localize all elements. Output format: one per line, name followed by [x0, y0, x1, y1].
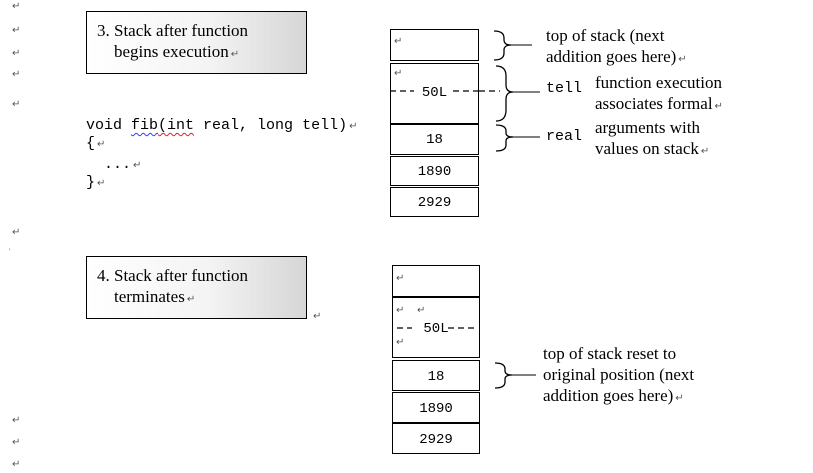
- paragraph-mark: ↵: [12, 69, 21, 80]
- stack3-cell-1890: 1890: [390, 156, 479, 186]
- stack3-value-1890: 1890: [417, 164, 452, 180]
- spellcheck-int: (int: [158, 117, 195, 134]
- paragraph-mark: ↵: [349, 121, 358, 132]
- annotation-formal-arguments: function execution associates formal↵ ar…: [595, 73, 723, 158]
- brace-icon: [495, 65, 514, 122]
- paragraph-mark: ↵: [12, 25, 21, 36]
- paragraph-mark: ↵: [394, 68, 403, 79]
- paragraph-mark: ↵: [12, 48, 21, 59]
- paragraph-mark: ↵: [675, 393, 684, 404]
- paragraph-mark: ↵: [186, 294, 196, 305]
- stack4-cell-2929: 2929: [392, 423, 480, 454]
- stack3-cell-top: ↵: [390, 29, 479, 61]
- caption-3-line1: 3. Stack after function: [97, 21, 249, 40]
- paragraph-mark: ↵: [12, 1, 21, 12]
- caption-4-line2: terminates: [114, 287, 185, 306]
- caption-3-line2: begins execution: [114, 42, 229, 61]
- brace-icon: [495, 124, 514, 152]
- paragraph-mark: ↵: [133, 160, 142, 171]
- paragraph-mark: ↵: [313, 311, 322, 322]
- paragraph-mark: ↵: [12, 227, 21, 238]
- annotation-top-of-stack: top of stack (next addition goes here)↵: [546, 26, 687, 66]
- stack3-value-2929: 2929: [417, 195, 452, 211]
- paragraph-mark: ↵: [700, 146, 710, 157]
- paragraph-mark: ↵: [12, 459, 21, 470]
- stack3-cell-tell: ↵ 50L: [390, 63, 479, 124]
- paragraph-mark: ↵: [396, 305, 405, 316]
- stack4-value-2929: 2929: [419, 432, 453, 448]
- caption-box-4: 4. Stack after function terminates↵: [86, 256, 307, 319]
- brace-icon: [494, 362, 513, 389]
- paragraph-mark: ↵: [678, 54, 687, 65]
- paragraph-mark: ↵: [714, 101, 723, 112]
- quote-mark: ': [9, 247, 11, 256]
- paragraph-mark: ↵: [396, 273, 405, 284]
- code-line-close-brace: }↵: [86, 174, 106, 191]
- label-tell: tell: [546, 80, 583, 97]
- code-line-signature: void fib(int real, long tell)↵: [86, 117, 358, 134]
- stack4-value-1890: 1890: [419, 401, 453, 417]
- paragraph-mark: ↵: [97, 178, 106, 189]
- stack4-cell-1890: 1890: [392, 392, 480, 423]
- stack3-value-real: 18: [426, 132, 443, 148]
- stack3-cell-2929: 2929: [390, 187, 479, 217]
- stack3-value-tell: 50L: [421, 85, 448, 101]
- paragraph-mark: ↵: [12, 99, 21, 110]
- caption-4-line1: 4. Stack after function: [97, 266, 249, 285]
- stack4-cell-tell: ↵ ↵ ↵ 50L: [392, 297, 480, 358]
- code-line-body: ...↵: [86, 156, 142, 173]
- paragraph-mark: ↵: [396, 337, 405, 348]
- paragraph-mark: ↵: [394, 36, 403, 47]
- paragraph-mark: ↵: [12, 415, 21, 426]
- stack4-value-tell: 50L: [423, 321, 449, 337]
- stack4-value-real: 18: [427, 369, 445, 385]
- code-line-open-brace: {↵: [86, 135, 106, 152]
- paragraph-mark: ↵: [230, 49, 240, 60]
- stack4-cell-top: ↵: [392, 265, 480, 297]
- stack4-cell-real: 18: [392, 360, 480, 391]
- spellcheck-fib: fib: [131, 117, 159, 134]
- paragraph-mark: ↵: [97, 139, 106, 150]
- caption-box-3: 3. Stack after function begins execution…: [86, 11, 307, 74]
- paragraph-mark: ↵: [417, 305, 426, 316]
- stack3-cell-real: 18: [390, 124, 479, 155]
- paragraph-mark: ↵: [12, 437, 21, 448]
- label-real: real: [546, 128, 583, 140]
- brace-icon: [493, 30, 512, 61]
- annotation-stack-reset: top of stack reset to original position …: [543, 344, 695, 405]
